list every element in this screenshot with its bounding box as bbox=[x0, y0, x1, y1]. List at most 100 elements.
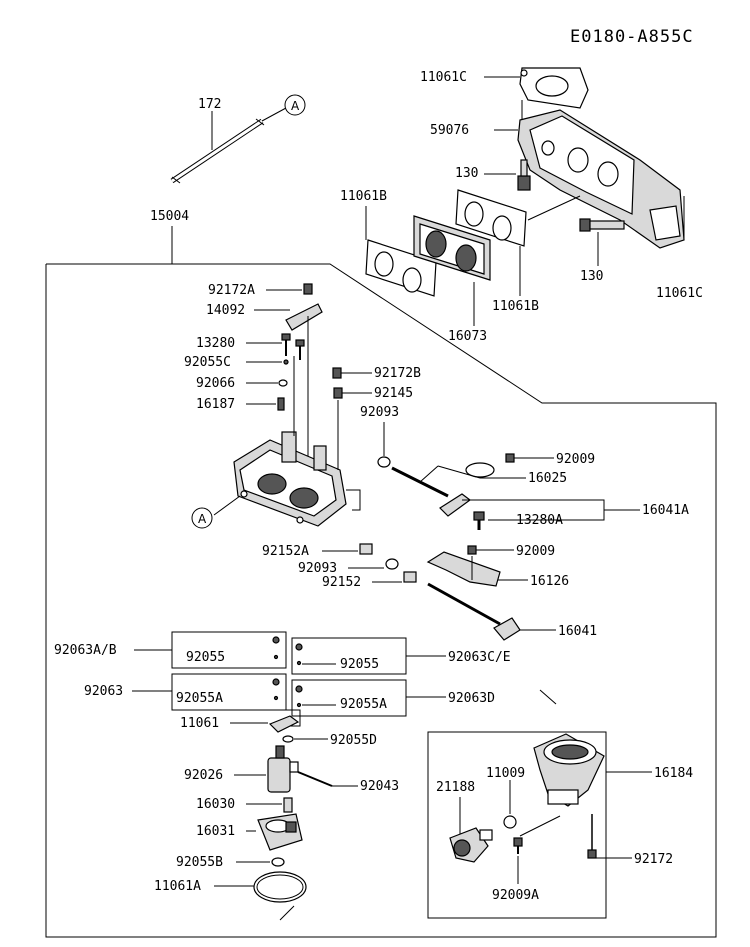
part-choke-body-16184 bbox=[533, 733, 605, 807]
part-16187 bbox=[277, 397, 285, 411]
label-130-left: 130 bbox=[455, 166, 478, 181]
label-92152A: 92152A bbox=[262, 544, 309, 559]
part-oring-92055B bbox=[271, 857, 285, 867]
part-spring-92145 bbox=[333, 387, 343, 399]
label-13280: 13280 bbox=[196, 336, 235, 351]
part-gasket-11061B-right bbox=[455, 189, 527, 247]
assembly-line-92009A bbox=[519, 815, 561, 837]
kit-box-16184 bbox=[427, 731, 607, 919]
part-92152A bbox=[359, 543, 373, 555]
label-92063D: 92063D bbox=[448, 691, 495, 706]
label-16126: 16126 bbox=[530, 574, 569, 589]
label-14092: 14092 bbox=[206, 303, 245, 318]
part-172-rod bbox=[170, 118, 265, 184]
label-92063AB: 92063A/B bbox=[54, 643, 117, 658]
part-insulator-16073 bbox=[413, 215, 491, 281]
leader-ref-a-body bbox=[213, 495, 241, 516]
leader-16025-a bbox=[419, 465, 439, 483]
part-bolt-130-right bbox=[579, 218, 625, 232]
diagram-code: E0180-A855C bbox=[570, 27, 694, 47]
label-11061A: 11061A bbox=[154, 879, 201, 894]
leader-manifold-gasket bbox=[527, 195, 581, 221]
part-gasket-11061A bbox=[253, 871, 307, 903]
part-screw-92172A bbox=[303, 283, 313, 295]
part-screw-92172 bbox=[587, 814, 597, 859]
assembly-line-4 bbox=[346, 489, 361, 511]
label-92172: 92172 bbox=[634, 852, 673, 867]
leader-11061-bracket bbox=[280, 709, 301, 727]
label-92055C: 92055C bbox=[184, 355, 231, 370]
part-solenoid-92026 bbox=[267, 745, 299, 793]
label-92055-box1: 92055 bbox=[186, 650, 225, 665]
label-130-right: 130 bbox=[580, 269, 603, 284]
ref-a-body: A bbox=[198, 512, 207, 526]
part-screw-92172B bbox=[332, 367, 342, 379]
label-92055-box2: 92055 bbox=[340, 657, 379, 672]
label-21188: 21188 bbox=[436, 780, 475, 795]
label-11061B-left: 11061B bbox=[340, 189, 387, 204]
part-heater-21188 bbox=[449, 827, 493, 863]
leader-172-ref bbox=[261, 107, 287, 122]
kit-bolt-icon-3 bbox=[272, 678, 280, 686]
label-11061: 11061 bbox=[180, 716, 219, 731]
part-screw-92009-top bbox=[505, 453, 515, 463]
kit-bolt-icon-2 bbox=[295, 643, 303, 651]
part-pin-92043 bbox=[297, 771, 333, 787]
part-gasket-11061C-top bbox=[519, 67, 589, 109]
label-11061B-right: 11061B bbox=[492, 299, 539, 314]
part-oring-92055C bbox=[283, 359, 289, 365]
label-92055A-box1: 92055A bbox=[176, 691, 223, 706]
part-seal-92093-top bbox=[377, 456, 391, 468]
label-92093-top: 92093 bbox=[360, 405, 399, 420]
part-gasket-11061 bbox=[268, 715, 300, 733]
part-carburetor-body bbox=[233, 431, 347, 527]
kit-bolt-icon-1 bbox=[272, 636, 280, 644]
label-92152: 92152 bbox=[322, 575, 361, 590]
part-screw-92009A bbox=[513, 837, 523, 854]
label-16025: 16025 bbox=[528, 471, 567, 486]
label-92172A: 92172A bbox=[208, 283, 255, 298]
label-92026: 92026 bbox=[184, 768, 223, 783]
part-bolt-130-left bbox=[517, 159, 531, 191]
label-15004: 15004 bbox=[150, 209, 189, 224]
part-gasket-11061B-left bbox=[365, 239, 437, 297]
part-plate-14092 bbox=[285, 303, 323, 331]
kit-oring-icon-2 bbox=[296, 660, 302, 666]
label-16073: 16073 bbox=[448, 329, 487, 344]
part-shaft-16041 bbox=[427, 582, 521, 641]
label-92009-top: 92009 bbox=[556, 452, 595, 467]
part-92066 bbox=[278, 379, 288, 387]
label-16031: 16031 bbox=[196, 824, 235, 839]
label-16030: 16030 bbox=[196, 797, 235, 812]
part-gasket-11061A-inner bbox=[256, 874, 304, 900]
part-92152 bbox=[403, 571, 417, 583]
part-plate-16126 bbox=[426, 551, 501, 587]
label-11009: 11009 bbox=[486, 766, 525, 781]
label-92055B: 92055B bbox=[176, 855, 223, 870]
label-92043: 92043 bbox=[360, 779, 399, 794]
part-jet-16030 bbox=[283, 797, 293, 813]
part-screws-13280 bbox=[281, 333, 305, 360]
ref-circle-a-body bbox=[191, 507, 213, 529]
label-92009A: 92009A bbox=[492, 888, 539, 903]
kit-oring-icon-4 bbox=[296, 702, 302, 708]
kit-box-92063 bbox=[171, 673, 287, 711]
label-172: 172 bbox=[198, 97, 221, 112]
label-16041A: 16041A bbox=[642, 503, 689, 518]
kit-bolt-icon-4 bbox=[295, 685, 303, 693]
part-float-bowl-16031 bbox=[257, 813, 303, 851]
label-59076: 59076 bbox=[430, 123, 469, 138]
part-screw-92009-mid bbox=[467, 545, 477, 555]
label-92055A-box2: 92055A bbox=[340, 697, 387, 712]
label-11061C-top: 11061C bbox=[420, 70, 467, 85]
kit-oring-icon-3 bbox=[273, 695, 279, 701]
label-92063CE: 92063C/E bbox=[448, 650, 511, 665]
label-92093-mid: 92093 bbox=[298, 561, 337, 576]
label-92145: 92145 bbox=[374, 386, 413, 401]
assembly-outline bbox=[45, 263, 717, 938]
label-16041: 16041 bbox=[558, 624, 597, 639]
kit-oring-icon-1 bbox=[273, 654, 279, 660]
part-screw-13280A bbox=[473, 511, 485, 530]
